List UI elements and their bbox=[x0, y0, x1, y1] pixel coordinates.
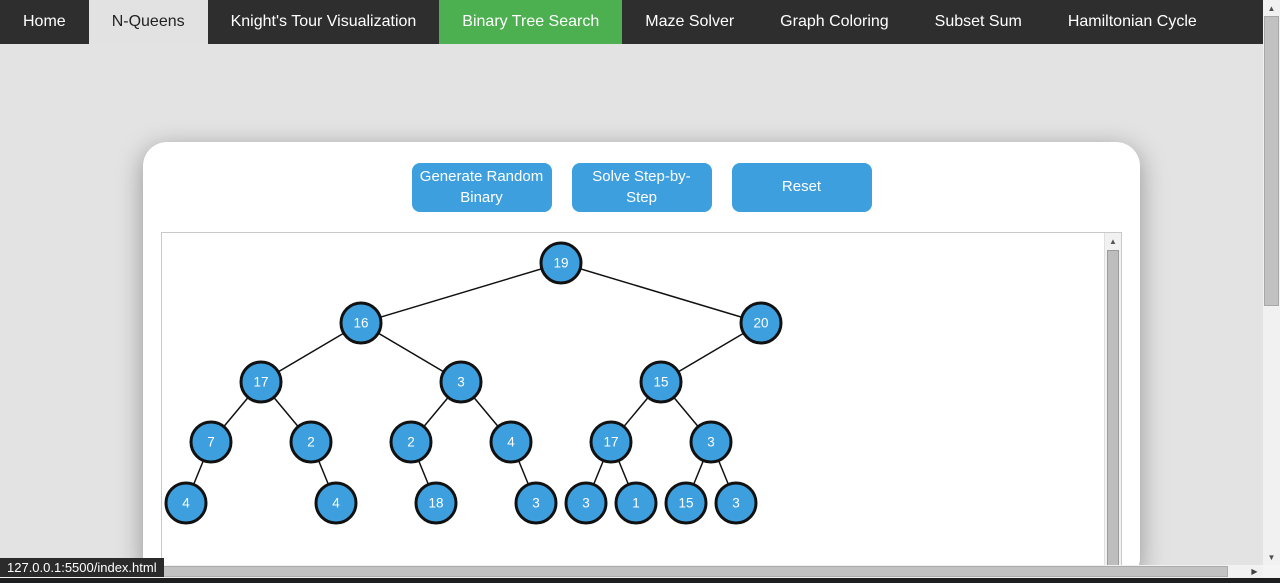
svg-text:17: 17 bbox=[253, 375, 268, 390]
tree-node: 2 bbox=[289, 420, 333, 464]
svg-text:2: 2 bbox=[407, 435, 415, 450]
canvas-vertical-scrollbar[interactable]: ▲ bbox=[1104, 233, 1121, 581]
tree-node: 16 bbox=[339, 301, 383, 345]
svg-text:4: 4 bbox=[507, 435, 515, 450]
nav-item-subset-sum[interactable]: Subset Sum bbox=[934, 13, 1022, 30]
toolbar: Generate Random Binary Solve Step-by-Ste… bbox=[143, 142, 1140, 212]
page-vertical-scrollbar[interactable]: ▲ ▼ bbox=[1263, 0, 1280, 565]
scroll-down-icon[interactable]: ▼ bbox=[1267, 552, 1276, 562]
svg-text:19: 19 bbox=[553, 256, 568, 271]
main-card: Generate Random Binary Solve Step-by-Ste… bbox=[143, 142, 1140, 582]
tree-node: 3 bbox=[439, 360, 483, 404]
tree-node: 4 bbox=[164, 481, 208, 525]
generate-random-binary-button[interactable]: Generate Random Binary bbox=[411, 163, 552, 212]
top-navbar: Home N-Queens Knight's Tour Visualizatio… bbox=[0, 0, 1263, 44]
canvas-scrollbar-thumb[interactable] bbox=[1107, 250, 1119, 579]
svg-text:15: 15 bbox=[678, 496, 693, 511]
tree-node: 2 bbox=[389, 420, 433, 464]
page-hscrollbar-thumb[interactable] bbox=[0, 566, 1228, 577]
tree-node: 3 bbox=[564, 481, 608, 525]
reset-button[interactable]: Reset bbox=[731, 163, 872, 212]
tree-node: 3 bbox=[514, 481, 558, 525]
tree-node: 4 bbox=[314, 481, 358, 525]
scrollbar-corner bbox=[1263, 565, 1280, 578]
svg-text:15: 15 bbox=[653, 375, 668, 390]
svg-text:3: 3 bbox=[582, 496, 590, 511]
solve-step-by-step-button[interactable]: Solve Step-by-Step bbox=[571, 163, 712, 212]
status-url-tooltip: 127.0.0.1:5500/index.html bbox=[0, 558, 164, 577]
page-vscrollbar-thumb[interactable] bbox=[1264, 16, 1279, 306]
svg-text:3: 3 bbox=[707, 435, 715, 450]
svg-text:3: 3 bbox=[532, 496, 540, 511]
svg-text:18: 18 bbox=[428, 496, 443, 511]
svg-text:16: 16 bbox=[353, 316, 368, 331]
tree-node: 19 bbox=[539, 241, 583, 285]
tree-node: 15 bbox=[639, 360, 683, 404]
nav-item-binary-tree-search[interactable]: Binary Tree Search bbox=[439, 0, 623, 44]
tree-node: 7 bbox=[189, 420, 233, 464]
svg-text:2: 2 bbox=[307, 435, 315, 450]
tree-node: 15 bbox=[664, 481, 708, 525]
nav-item-knights-tour[interactable]: Knight's Tour Visualization bbox=[230, 13, 417, 30]
scroll-right-icon[interactable]: ▶ bbox=[1251, 567, 1258, 576]
svg-text:3: 3 bbox=[457, 375, 465, 390]
tree-node: 20 bbox=[739, 301, 783, 345]
canvas-scroll-up-icon[interactable]: ▲ bbox=[1105, 233, 1121, 250]
svg-text:4: 4 bbox=[182, 496, 190, 511]
nav-item-home[interactable]: Home bbox=[23, 13, 66, 30]
tree-edge bbox=[560, 262, 762, 324]
svg-text:3: 3 bbox=[732, 496, 740, 511]
svg-text:17: 17 bbox=[603, 435, 618, 450]
tree-node: 4 bbox=[489, 420, 533, 464]
scroll-up-icon[interactable]: ▲ bbox=[1267, 3, 1276, 13]
tree-node: 3 bbox=[714, 481, 758, 525]
binary-tree-svg: 19 16 20 17 3 15 7 2 2 4 17 3 4 4 18 3 3 1 15 3 bbox=[164, 241, 783, 525]
svg-text:7: 7 bbox=[207, 435, 215, 450]
tree-canvas-container[interactable]: 19 16 20 17 3 15 7 2 2 4 17 3 4 4 18 3 3 1 15 3 ▲ bbox=[161, 232, 1122, 582]
page-horizontal-scrollbar[interactable]: ▶ bbox=[0, 565, 1263, 578]
nav-item-hamiltonian-cycle[interactable]: Hamiltonian Cycle bbox=[1067, 13, 1197, 30]
tree-node: 17 bbox=[589, 420, 633, 464]
svg-text:4: 4 bbox=[332, 496, 340, 511]
nav-item-graph-coloring[interactable]: Graph Coloring bbox=[780, 13, 889, 30]
window-bottom-edge bbox=[0, 578, 1280, 583]
tree-edge bbox=[360, 262, 562, 324]
nav-item-n-queens[interactable]: N-Queens bbox=[88, 0, 208, 44]
svg-text:20: 20 bbox=[753, 316, 768, 331]
nav-item-maze-solver[interactable]: Maze Solver bbox=[645, 13, 735, 30]
tree-node: 3 bbox=[689, 420, 733, 464]
tree-node: 1 bbox=[614, 481, 658, 525]
svg-text:1: 1 bbox=[632, 496, 640, 511]
tree-node: 18 bbox=[414, 481, 458, 525]
tree-node: 17 bbox=[239, 360, 283, 404]
